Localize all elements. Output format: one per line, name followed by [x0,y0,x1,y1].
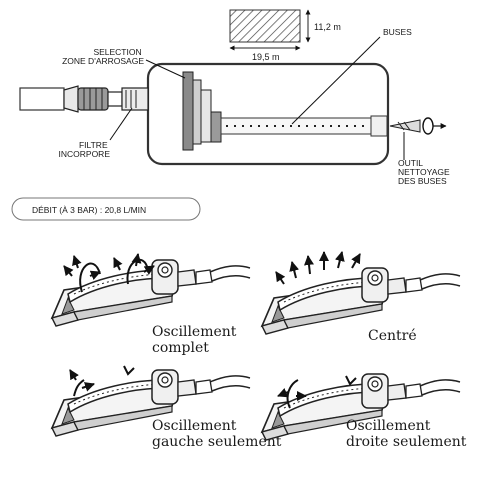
dimension-width: 19,5 m [252,52,280,62]
sprinkler-top-view [19,62,447,166]
spray-arrows-icon [275,251,361,285]
mode-full-oscillation [51,253,251,327]
cleaning-tool-icon [389,119,421,133]
mode-centred [261,251,461,335]
nozzles-label: BUSES [383,27,412,37]
dimension-height: 11,2 m [314,22,341,32]
mode-2-caption: Centré [368,328,417,344]
flow-rate-text: DÉBIT (À 3 BAR) : 20,8 L/MIN [32,205,146,215]
mode-3-caption: Oscillement gauche seulement [152,418,282,450]
area-diagram: 11,2 m 19,5 m [229,9,341,62]
spray-arrows-icon [69,365,135,397]
cleaning-tool-label: OUTIL NETTOYAGE DES BUSES [398,158,452,186]
mode-4-caption: Oscillement droite seulement [346,418,467,450]
hatched-area-icon [229,9,301,43]
filter-label: FILTRE INCORPORE [59,140,111,159]
filter-icon [121,87,149,111]
mode-right-only [261,373,461,441]
mode-1-caption: Oscillement complet [152,324,241,356]
spray-arrows-icon [63,253,155,293]
mode-left-only [51,365,251,437]
zone-selection-label: SELECTION ZONE D'ARROSAGE [62,47,144,66]
sprinkler-icon [261,267,461,335]
flow-rate-box [11,197,201,221]
spray-arrows-icon [277,375,357,409]
